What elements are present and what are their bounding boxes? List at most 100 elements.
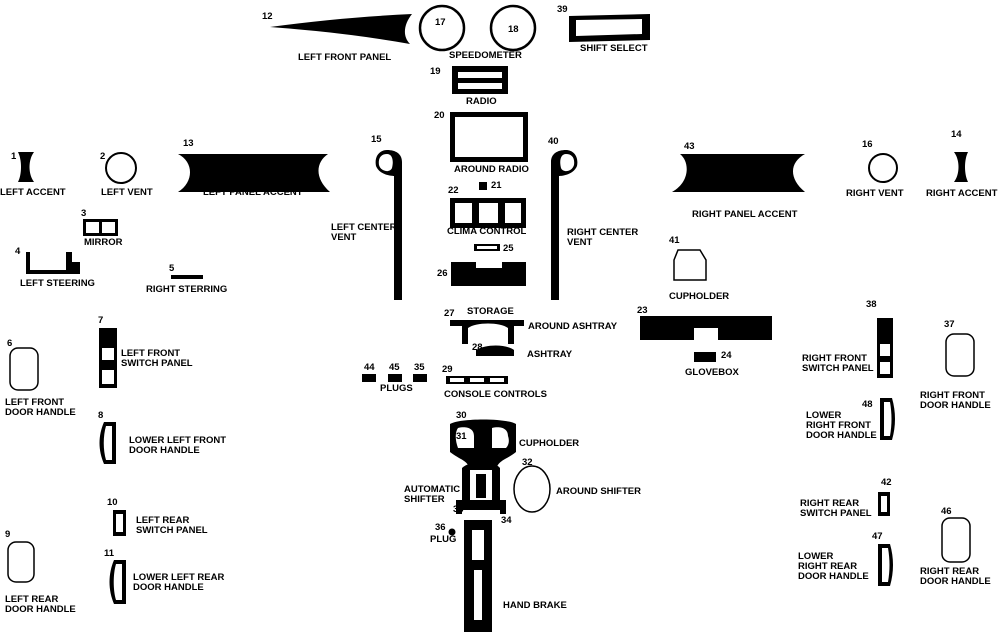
part-number: 28 xyxy=(472,342,483,353)
part-label: CUPHOLDER xyxy=(669,291,730,302)
part-left-front-panel xyxy=(270,14,412,44)
part-around-shifter xyxy=(513,465,551,513)
part-label: LEFT STEERING xyxy=(20,278,95,289)
part-ashtray xyxy=(476,345,514,356)
part-label: LEFT PANEL ACCENT xyxy=(203,187,303,198)
part-right-sterring xyxy=(171,275,203,279)
part-left-center-vent xyxy=(375,150,402,300)
part-left-accent xyxy=(18,152,34,182)
part-number: 1 xyxy=(11,151,17,162)
part-number: 34 xyxy=(501,515,512,526)
part-number: 17 xyxy=(435,17,446,28)
part-number: 44 xyxy=(364,362,375,373)
part-label: LEFT VENT xyxy=(101,187,153,198)
part-number: 13 xyxy=(183,138,194,149)
part-label: HAND BRAKE xyxy=(503,600,567,611)
part-label: AROUND SHIFTER xyxy=(556,486,641,497)
part-number: 37 xyxy=(944,319,955,330)
part-number: 2 xyxy=(100,151,106,162)
part-34 xyxy=(456,500,506,514)
part-label: CLIMA CONTROL xyxy=(447,226,527,237)
part-number: 10 xyxy=(107,497,118,508)
part-clima-control xyxy=(450,198,526,228)
part-label: RIGHT FRONT DOOR HANDLE xyxy=(920,390,991,411)
part-label: RIGHT PANEL ACCENT xyxy=(692,209,798,220)
part-number: 18 xyxy=(508,24,519,35)
part-label: LEFT REAR DOOR HANDLE xyxy=(5,594,76,615)
part-label: RIGHT REAR SWITCH PANEL xyxy=(800,498,872,519)
part-label: LEFT FRONT SWITCH PANEL xyxy=(121,348,193,369)
part-number: 39 xyxy=(557,4,568,15)
part-number: 5 xyxy=(169,263,175,274)
part-label: LEFT ACCENT xyxy=(0,187,66,198)
part-label: CONSOLE CONTROLS xyxy=(444,389,547,400)
part-label: LEFT CENTER VENT xyxy=(331,222,397,243)
part-label: PLUGS xyxy=(380,383,413,394)
part-label: RIGHT VENT xyxy=(846,188,904,199)
part-label: LOWER RIGHT REAR DOOR HANDLE xyxy=(798,551,869,582)
part-number: 20 xyxy=(434,110,445,121)
part-lower-left-front-door-handle xyxy=(99,422,116,464)
part-number: 48 xyxy=(862,399,873,410)
part-label: STORAGE xyxy=(467,306,514,317)
part-lower-right-front-door-handle xyxy=(880,398,895,440)
part-number: 8 xyxy=(98,410,104,421)
part-label: RADIO xyxy=(466,96,497,107)
part-number: 33 xyxy=(453,504,464,515)
part-around-radio xyxy=(450,112,528,162)
part-shift-select xyxy=(569,14,650,42)
part-left-panel-accent xyxy=(178,154,330,192)
part-automatic-shifter xyxy=(462,462,500,510)
part-25 xyxy=(474,244,500,251)
part-label: MIRROR xyxy=(84,237,123,248)
part-label: PLUG xyxy=(430,534,457,545)
part-right-accent xyxy=(954,152,968,182)
part-speedometer-17 xyxy=(418,4,466,52)
part-21 xyxy=(479,182,487,190)
part-label: RIGHT FRONT SWITCH PANEL xyxy=(802,353,874,374)
part-label: AROUND RADIO xyxy=(454,164,529,175)
part-right-front-door-handle xyxy=(945,333,975,377)
part-label: LOWER LEFT REAR DOOR HANDLE xyxy=(133,572,225,593)
part-speedometer-18 xyxy=(489,4,537,52)
part-lower-left-rear-door-handle xyxy=(109,560,126,604)
part-number: 26 xyxy=(437,268,448,279)
part-number: 42 xyxy=(881,477,892,488)
part-number: 41 xyxy=(669,235,680,246)
part-right-rear-door-handle xyxy=(941,517,971,563)
part-number: 31 xyxy=(456,431,467,442)
part-mirror xyxy=(83,219,118,236)
part-number: 12 xyxy=(262,11,273,22)
part-left-front-door-handle xyxy=(9,347,39,391)
part-left-vent xyxy=(105,152,137,184)
part-label: RIGHT STERRING xyxy=(146,284,228,295)
part-label: LEFT REAR SWITCH PANEL xyxy=(136,515,208,536)
part-number: 4 xyxy=(15,246,21,257)
part-number: 14 xyxy=(951,129,962,140)
part-number: 24 xyxy=(721,350,732,361)
part-number: 11 xyxy=(104,548,115,559)
part-24 xyxy=(694,352,716,362)
part-console-cupholder xyxy=(450,419,516,470)
part-number: 19 xyxy=(430,66,441,77)
part-right-vent xyxy=(868,153,898,183)
part-number: 25 xyxy=(503,243,514,254)
part-lower-right-rear-door-handle xyxy=(878,544,893,586)
part-number: 9 xyxy=(5,529,11,540)
part-right-panel-accent xyxy=(672,154,805,192)
part-number: 15 xyxy=(371,134,382,145)
part-label: SPEEDOMETER xyxy=(449,50,522,61)
part-left-front-switch-panel xyxy=(99,328,117,388)
part-cupholder-41 xyxy=(673,249,707,281)
part-right-rear-switch-panel xyxy=(878,492,890,516)
part-label: AUTOMATIC SHIFTER xyxy=(404,484,461,505)
part-label: ASHTRAY xyxy=(527,349,573,360)
part-right-front-switch-panel xyxy=(877,318,893,378)
part-label: RIGHT REAR DOOR HANDLE xyxy=(920,566,991,587)
part-plug-44 xyxy=(362,374,376,382)
part-plug-45 xyxy=(388,374,402,382)
part-left-steering xyxy=(26,252,80,274)
part-number: 35 xyxy=(414,362,425,373)
part-number: 29 xyxy=(442,364,453,375)
